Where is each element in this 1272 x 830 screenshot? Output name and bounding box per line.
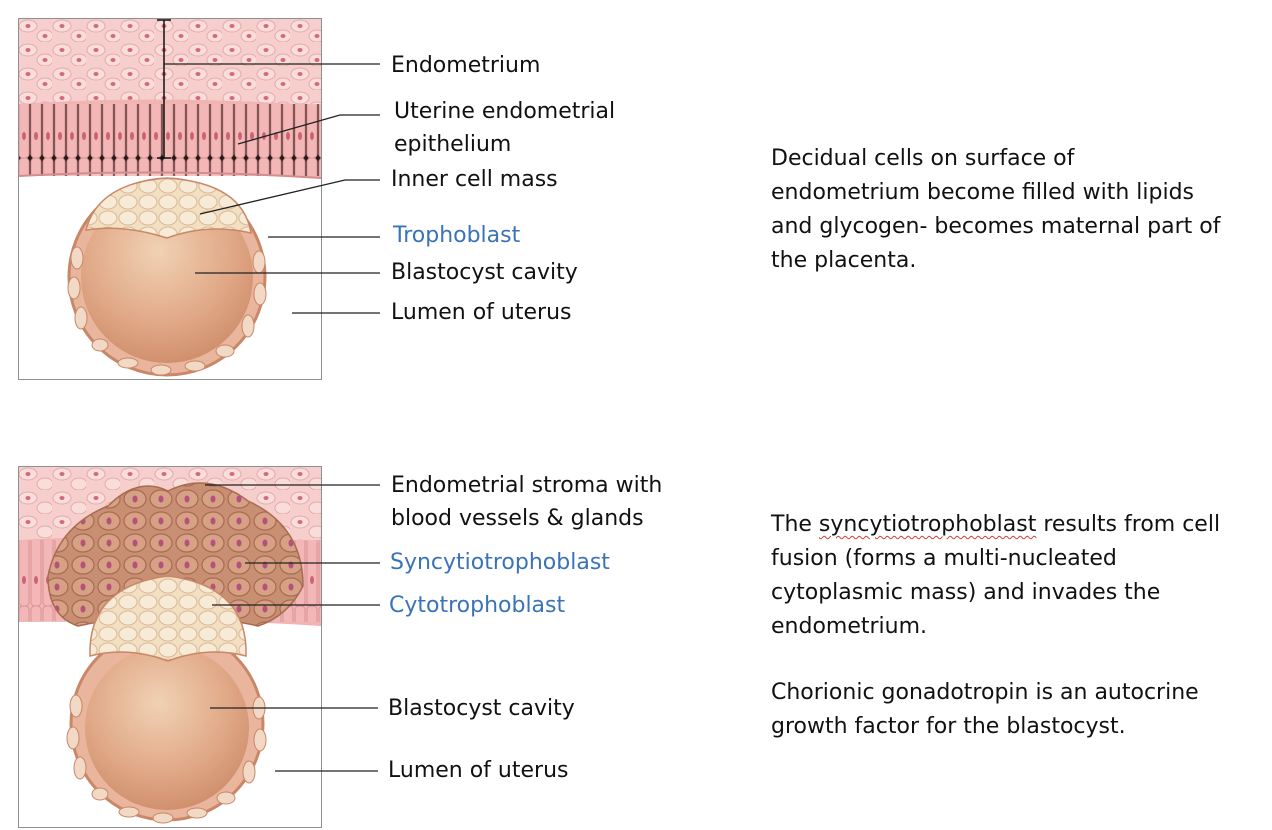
label-endometrium: Endometrium	[391, 49, 540, 82]
label-cytotrophoblast: Cytotrophoblast	[389, 589, 565, 622]
description-decidual-cells: Decidual cells on surface of endometrium…	[771, 142, 1251, 278]
label-trophoblast: Trophoblast	[393, 219, 520, 252]
label-endometrial-stroma: Endometrial stroma with blood vessels & …	[391, 469, 662, 535]
top-illustration	[18, 18, 322, 380]
label-inner-cell-mass: Inner cell mass	[391, 163, 558, 196]
spellcheck-term-syncytiotrophoblast: syncytiotrophoblast	[819, 512, 1036, 537]
bottom-illustration	[18, 466, 322, 828]
label-blastocyst-cavity-bottom: Blastocyst cavity	[388, 692, 575, 725]
description-text-start: The	[771, 512, 819, 537]
description-chorionic-gonadotropin: Chorionic gonadotropin is an autocrine g…	[771, 676, 1251, 744]
label-uterine-endometrial-epithelium: Uterine endometrial epithelium	[394, 95, 615, 161]
label-lumen-of-uterus-bottom: Lumen of uterus	[388, 754, 568, 787]
description-syncytiotrophoblast: The syncytiotrophoblast results from cel…	[771, 508, 1251, 644]
label-lumen-of-uterus-top: Lumen of uterus	[391, 296, 571, 329]
label-blastocyst-cavity-top: Blastocyst cavity	[391, 256, 578, 289]
label-syncytiotrophoblast: Syncytiotrophoblast	[390, 546, 610, 579]
